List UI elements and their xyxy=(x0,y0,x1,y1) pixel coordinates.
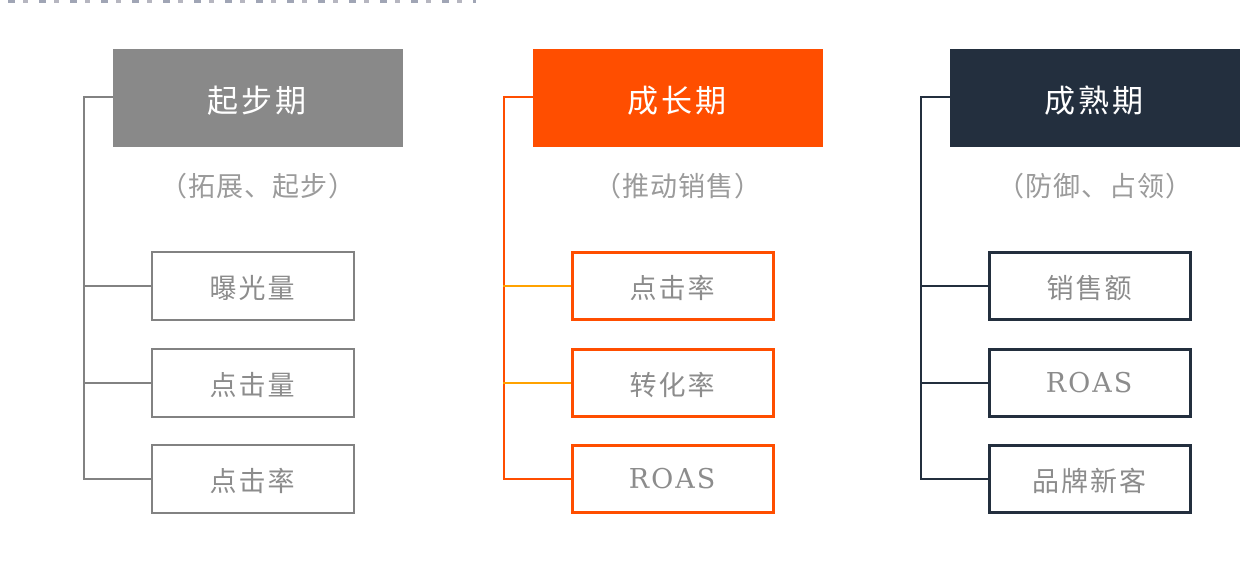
metric-label: ROAS xyxy=(1045,367,1135,399)
metric-label: 点击量 xyxy=(209,370,297,402)
connector-branch xyxy=(503,285,571,287)
phase-header: 成熟期 xyxy=(950,49,1240,147)
connector-branch xyxy=(83,478,151,480)
clipped-text-fragment xyxy=(8,0,476,3)
connector-branch xyxy=(83,382,151,384)
connector-branch xyxy=(83,285,151,287)
connector-branch xyxy=(920,478,988,480)
connector-branch xyxy=(503,478,571,480)
phase-column-mature: 成熟期 （防御、占领） 销售额 ROAS 品牌新客 xyxy=(920,49,1242,521)
metric-box: 点击率 xyxy=(571,251,775,321)
metric-label: 点击率 xyxy=(209,466,297,498)
connector-spine xyxy=(83,96,85,480)
connector-spine xyxy=(920,96,922,480)
phase-title: 起步期 xyxy=(207,83,309,120)
metric-box: 点击率 xyxy=(151,444,355,514)
phase-column-growth: 成长期 （推动销售） 点击率 转化率 ROAS xyxy=(503,49,825,521)
phase-column-startup: 起步期 （拓展、起步） 曝光量 点击量 点击率 xyxy=(83,49,405,521)
connector-branch xyxy=(920,285,988,287)
metric-label: 点击率 xyxy=(629,273,717,305)
phase-header: 起步期 xyxy=(113,49,403,147)
metric-box: 品牌新客 xyxy=(988,444,1192,514)
metric-box: ROAS xyxy=(988,348,1192,418)
phase-subtitle: （推动销售） xyxy=(594,171,762,203)
metric-label: ROAS xyxy=(628,463,718,495)
phase-header: 成长期 xyxy=(533,49,823,147)
phase-title: 成熟期 xyxy=(1044,83,1146,120)
connector-header-stub xyxy=(920,96,950,98)
metric-label: 品牌新客 xyxy=(1032,466,1148,498)
metric-box: 销售额 xyxy=(988,251,1192,321)
metric-label: 转化率 xyxy=(629,370,717,402)
connector-branch xyxy=(920,382,988,384)
metric-label: 曝光量 xyxy=(209,273,297,305)
connector-header-stub xyxy=(503,96,533,98)
metric-box: ROAS xyxy=(571,444,775,514)
phase-subtitle: （拓展、起步） xyxy=(160,171,356,203)
metric-label: 销售额 xyxy=(1046,273,1134,305)
metric-box: 曝光量 xyxy=(151,251,355,321)
phase-title: 成长期 xyxy=(627,83,729,120)
connector-branch xyxy=(503,382,571,384)
phase-subtitle: （防御、占领） xyxy=(997,171,1193,203)
connector-header-stub xyxy=(83,96,113,98)
connector-spine xyxy=(503,96,505,480)
metric-box: 转化率 xyxy=(571,348,775,418)
metric-box: 点击量 xyxy=(151,348,355,418)
